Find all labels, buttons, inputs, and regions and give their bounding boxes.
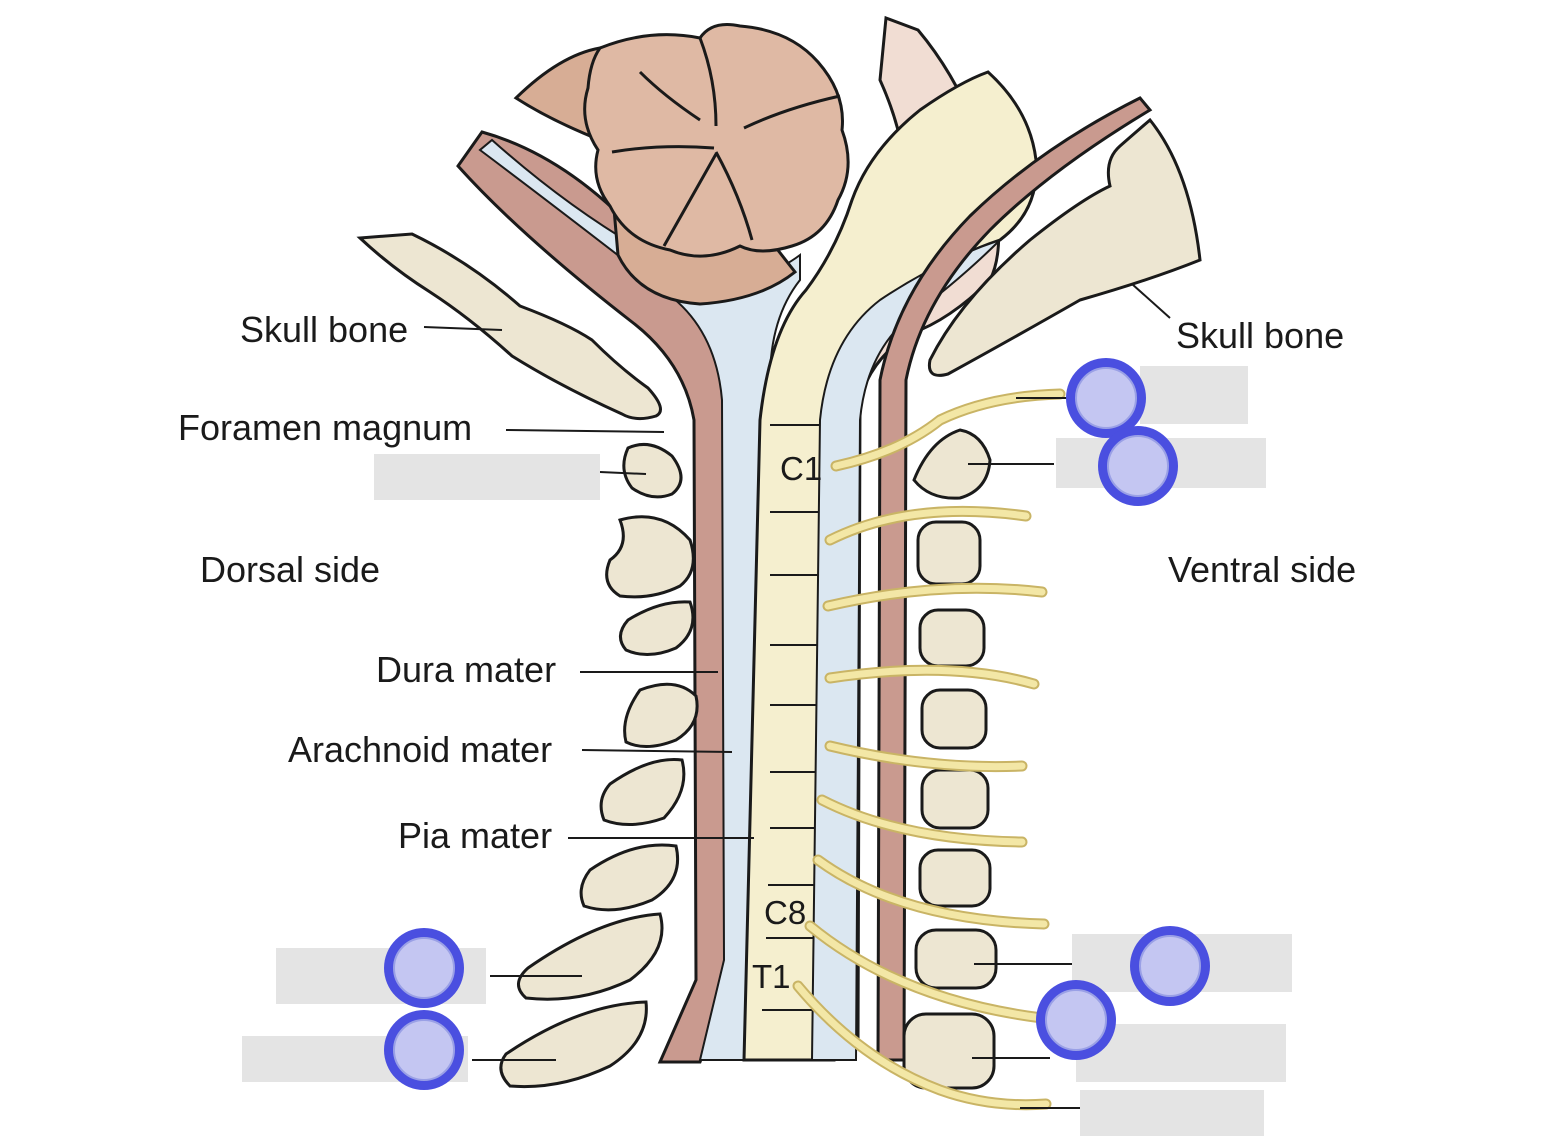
- label-skull-bone-left: Skull bone: [240, 309, 408, 350]
- label-dura-mater: Dura mater: [376, 649, 556, 690]
- hotspot-3[interactable]: [384, 928, 464, 1008]
- segment-label-c1: C1: [780, 450, 822, 487]
- answer-blank-dorsal-c1[interactable]: [374, 454, 600, 500]
- label-foramen-magnum: Foramen magnum: [178, 407, 472, 448]
- answer-blank-ventral-nerve-top[interactable]: [1140, 366, 1248, 424]
- label-dorsal-side: Dorsal side: [200, 549, 380, 590]
- label-skull-bone-right: Skull bone: [1176, 315, 1344, 356]
- cerebellum-folia: [583, 23, 850, 258]
- skull-bone-right-shape: [927, 117, 1202, 377]
- hotspot-2[interactable]: [1098, 426, 1178, 506]
- label-pia-mater: Pia mater: [398, 815, 552, 856]
- hotspots: [384, 358, 1210, 1090]
- hotspot-5[interactable]: [1130, 926, 1210, 1006]
- label-ventral-side: Ventral side: [1168, 549, 1356, 590]
- cerebellum-fissures: [611, 37, 841, 247]
- hotspot-1[interactable]: [1066, 358, 1146, 438]
- vertebral-bodies: [902, 428, 998, 1090]
- label-arachnoid-mater: Arachnoid mater: [288, 729, 552, 770]
- hotspot-4[interactable]: [384, 1010, 464, 1090]
- answer-blank-ventral-lower-3[interactable]: [1080, 1090, 1264, 1136]
- segment-label-c8: C8: [764, 894, 806, 931]
- segment-label-t1: T1: [752, 958, 791, 995]
- skull-bone-left-shape: [356, 232, 662, 421]
- hotspot-6[interactable]: [1036, 980, 1116, 1060]
- dorsal-vertebrae: [499, 442, 699, 1089]
- leader-lines: [423, 283, 1171, 1109]
